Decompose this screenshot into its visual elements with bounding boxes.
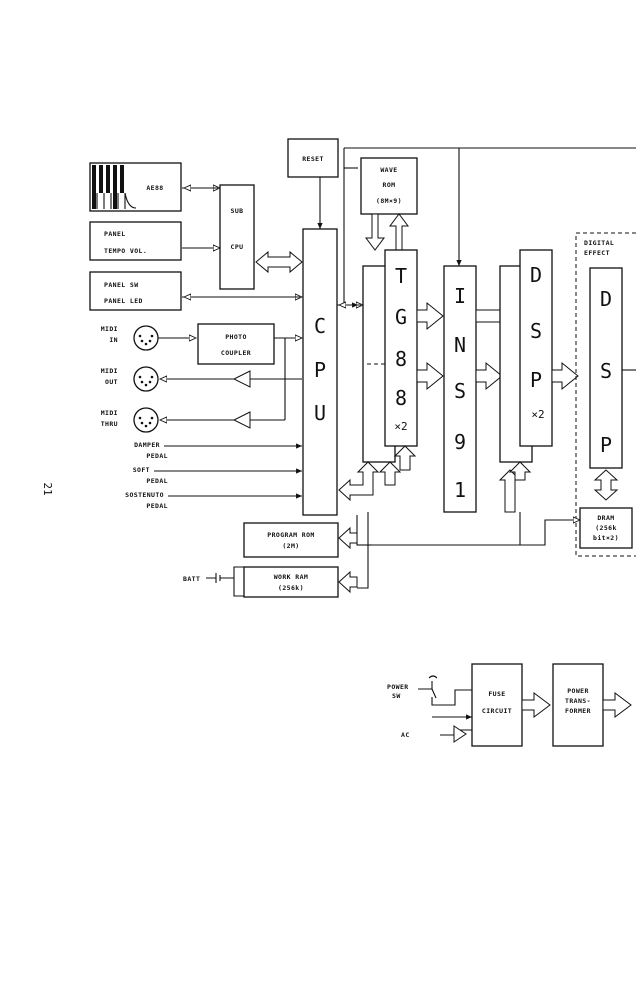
svg-text:PEDAL: PEDAL	[146, 477, 168, 485]
svg-text:PANEL: PANEL	[104, 230, 126, 238]
midi-in-port: MIDI IN	[101, 325, 159, 351]
sostenuto-pedal: SOSTENUTO PEDAL	[125, 491, 168, 510]
svg-text:DAMPER: DAMPER	[134, 441, 160, 449]
svg-text:PHOTO: PHOTO	[225, 333, 247, 341]
svg-text:AE88: AE88	[146, 184, 163, 192]
svg-text:MIDI: MIDI	[101, 409, 118, 417]
svg-text:G: G	[395, 305, 407, 329]
svg-text:(256k: (256k	[595, 524, 617, 532]
dsp1-block: D S P ×2	[499, 249, 553, 463]
svg-text:POWER: POWER	[387, 683, 409, 691]
panel-tempo-block: PANEL TEMPO VOL.	[89, 221, 182, 261]
ac-input: AC	[401, 731, 410, 739]
svg-text:TEMPO VOL.: TEMPO VOL.	[104, 247, 147, 255]
svg-text:T: T	[395, 264, 407, 288]
keyboard-aeg-block: AE88	[89, 162, 182, 212]
svg-text:U: U	[314, 401, 326, 425]
panel-sw-block: PANEL SW PANEL LED	[89, 271, 182, 311]
svg-text:×2: ×2	[394, 420, 407, 433]
wave-rom-block: WAVE ROM (8M×9)	[360, 157, 418, 215]
svg-text:IN: IN	[109, 336, 118, 344]
midi-out-port: MIDI OUT	[101, 366, 159, 392]
svg-text:(256k): (256k)	[278, 584, 304, 592]
midi-thru-port: MIDI THRU	[101, 407, 159, 433]
svg-text:CIRCUIT: CIRCUIT	[482, 707, 512, 715]
svg-text:8: 8	[395, 386, 407, 410]
power-transformer-block: POWER TRANS- FORMER	[552, 663, 604, 747]
svg-text:WORK RAM: WORK RAM	[274, 573, 309, 581]
svg-text:RESET: RESET	[302, 155, 324, 163]
svg-text:PEDAL: PEDAL	[146, 502, 168, 510]
svg-text:N: N	[454, 333, 466, 357]
svg-text:I: I	[454, 284, 466, 308]
svg-text:C: C	[314, 314, 326, 338]
dram-block: DRAM (256k bit×2)	[579, 507, 633, 549]
svg-text:PANEL SW: PANEL SW	[104, 281, 139, 289]
svg-text:P: P	[600, 433, 612, 457]
svg-text:MIDI: MIDI	[101, 325, 118, 333]
reset-block: RESET	[287, 138, 339, 178]
svg-text:SW: SW	[392, 692, 401, 700]
photo-coupler-block: PHOTO COUPLER	[197, 323, 275, 365]
svg-text:S: S	[454, 379, 466, 403]
svg-text:OUT: OUT	[105, 378, 118, 386]
power-switch: POWER SW	[387, 675, 472, 706]
tg-block: T G 8 8 ×2	[362, 249, 418, 463]
svg-text:CPU: CPU	[231, 243, 244, 251]
sub-cpu-block: SUB CPU	[219, 184, 255, 290]
svg-text:SOFT: SOFT	[133, 466, 150, 474]
svg-text:COUPLER: COUPLER	[221, 349, 251, 357]
svg-text:P: P	[314, 358, 326, 382]
dsp2-block: D S P	[589, 267, 623, 469]
battery: BATT	[183, 566, 244, 597]
svg-text:S: S	[600, 359, 612, 383]
svg-text:8: 8	[395, 347, 407, 371]
svg-text:POWER: POWER	[567, 687, 589, 695]
page-number: 21	[41, 482, 54, 495]
svg-text:TRANS-: TRANS-	[565, 697, 591, 705]
svg-text:EFFECT: EFFECT	[584, 249, 610, 257]
svg-text:9: 9	[454, 430, 466, 454]
svg-text:MIDI: MIDI	[101, 367, 118, 375]
svg-text:THRU: THRU	[101, 420, 118, 428]
digital-effect-group: DIGITAL EFFECT	[575, 232, 636, 557]
svg-text:PROGRAM ROM: PROGRAM ROM	[267, 531, 314, 539]
svg-text:S: S	[530, 319, 542, 343]
svg-text:P: P	[530, 368, 542, 392]
svg-text:PANEL LED: PANEL LED	[104, 297, 143, 305]
svg-text:×2: ×2	[531, 408, 544, 421]
fuse-circuit-block: FUSE CIRCUIT	[471, 663, 523, 747]
svg-text:1: 1	[454, 478, 466, 502]
svg-text:FORMER: FORMER	[565, 707, 591, 715]
damper-pedal: DAMPER PEDAL	[134, 441, 168, 460]
svg-text:D: D	[530, 263, 542, 287]
svg-text:bit×2): bit×2)	[593, 534, 619, 542]
svg-text:AC: AC	[401, 731, 410, 739]
soft-pedal: SOFT PEDAL	[133, 466, 168, 485]
svg-text:SOSTENUTO: SOSTENUTO	[125, 491, 164, 499]
cpu-block: C P U	[302, 228, 338, 516]
svg-text:DRAM: DRAM	[597, 514, 614, 522]
svg-text:ROM: ROM	[383, 181, 396, 189]
svg-text:(8M×9): (8M×9)	[376, 197, 402, 205]
svg-text:(2M): (2M)	[282, 542, 299, 550]
svg-text:DIGITAL: DIGITAL	[584, 239, 614, 247]
svg-text:PEDAL: PEDAL	[146, 452, 168, 460]
ins-block: I N S 9 1	[443, 265, 477, 513]
program-rom-block: PROGRAM ROM (2M)	[243, 522, 339, 558]
svg-text:FUSE: FUSE	[488, 690, 505, 698]
svg-text:SUB: SUB	[231, 207, 244, 215]
svg-text:BATT: BATT	[183, 575, 200, 583]
work-ram-block: WORK RAM (256k)	[243, 566, 339, 598]
svg-text:WAVE: WAVE	[380, 166, 397, 174]
svg-text:D: D	[600, 287, 612, 311]
